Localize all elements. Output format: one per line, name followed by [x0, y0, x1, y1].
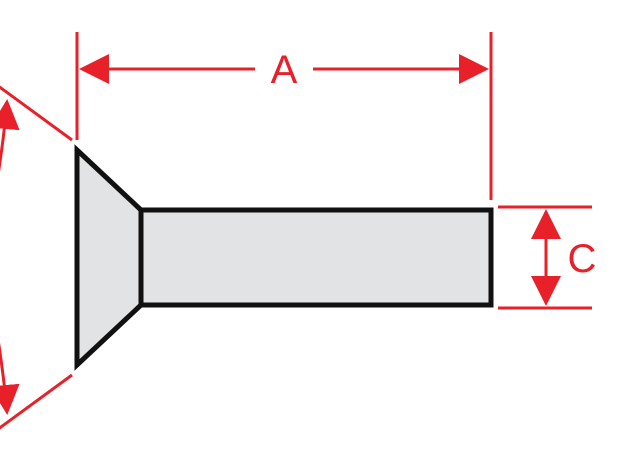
dimension-b: B: [0, 85, 73, 430]
dimension-a-label: A: [271, 48, 298, 92]
dimension-c-label: C: [568, 237, 597, 281]
dimension-b-extension-top: [0, 85, 73, 142]
screw-shank: [138, 207, 494, 308]
screw-head: [74, 144, 144, 371]
dimension-b-arc-top: [0, 99, 20, 172]
dimension-b-arc-bottom: [0, 342, 20, 415]
dimension-c: C: [498, 205, 597, 310]
dimension-b-extension-bottom: [0, 373, 73, 430]
dimension-a: A: [75, 32, 493, 200]
